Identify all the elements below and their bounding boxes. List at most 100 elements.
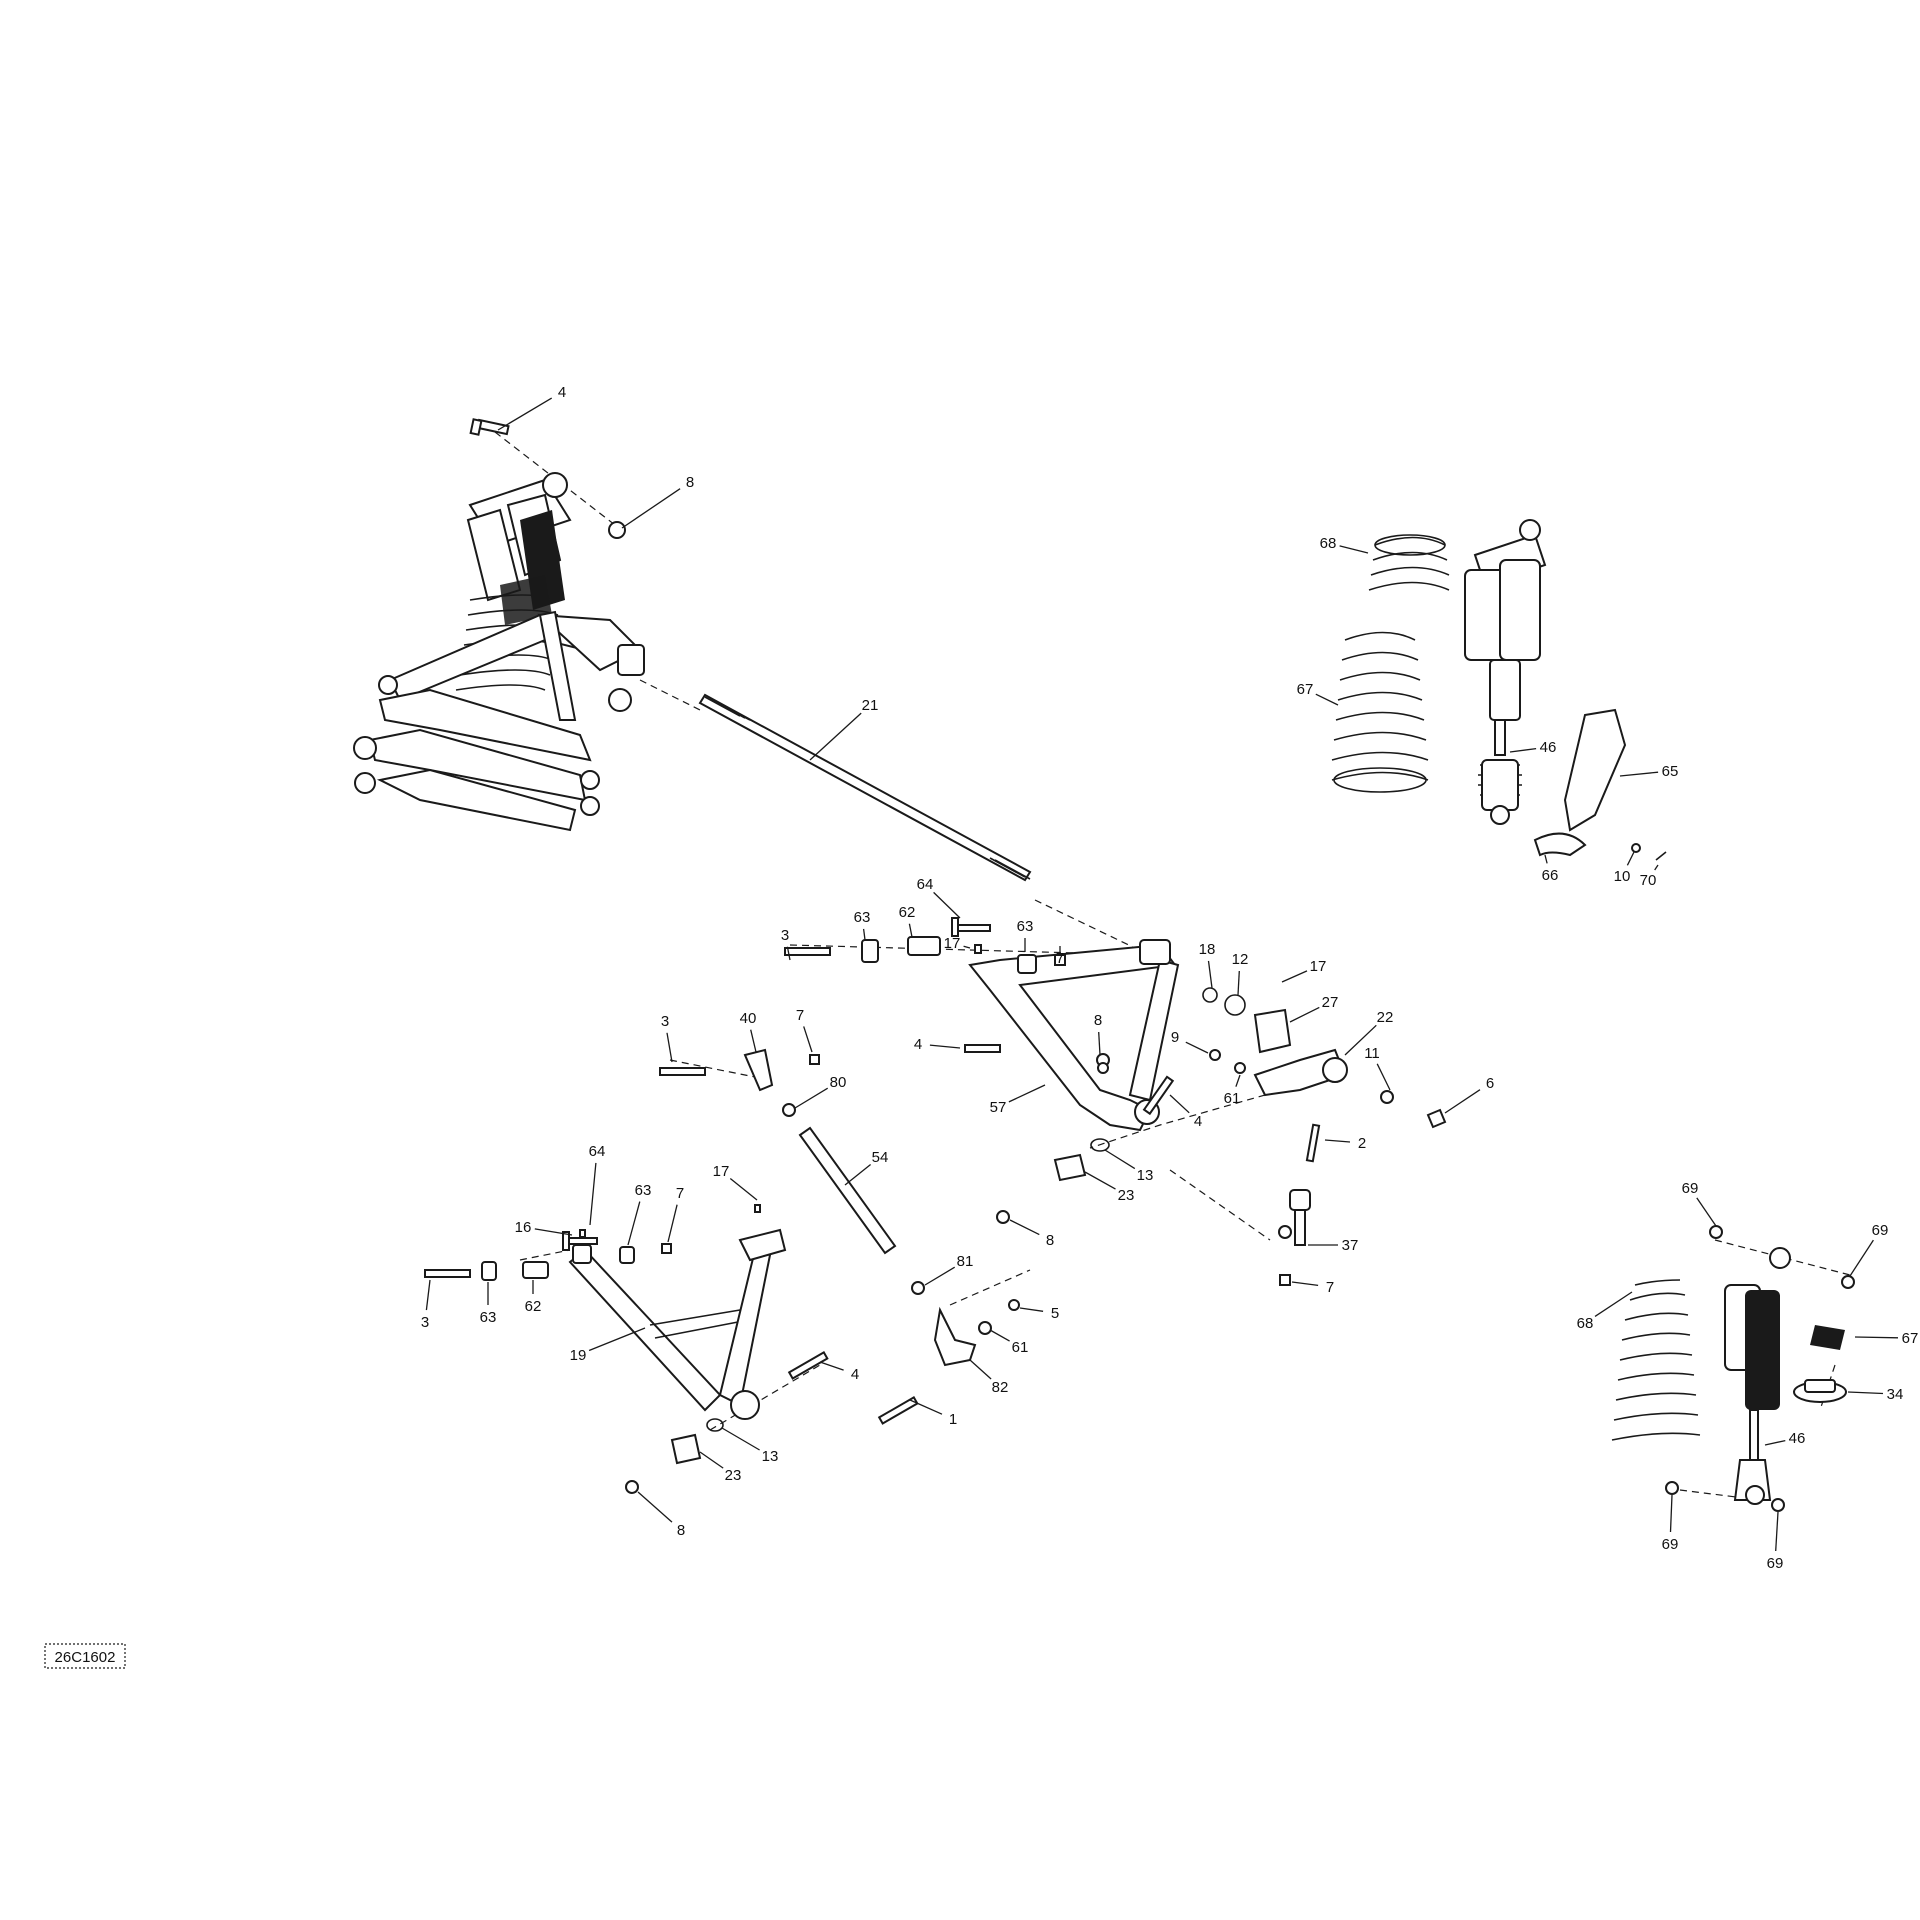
callout-label-25: 80 — [830, 1074, 847, 1091]
callout-leader-11 — [862, 928, 866, 941]
callout-label-29: 9 — [1171, 1029, 1179, 1046]
spring-68-upper — [1368, 534, 1450, 591]
nut-8-lower — [625, 1480, 639, 1494]
bolt-4-lower-left — [787, 1351, 829, 1380]
callout-leader-62 — [1847, 1391, 1884, 1395]
nut-8-center — [1097, 1062, 1109, 1074]
bushing-23-center — [1053, 1153, 1087, 1182]
callout-label-33: 6 — [1486, 1075, 1494, 1092]
callout-leader-7 — [1544, 854, 1548, 864]
callout-leader-53 — [969, 1359, 992, 1380]
callout-label-1: 8 — [686, 474, 694, 491]
callout-label-50: 81 — [957, 1253, 974, 1270]
nut-5 — [1008, 1299, 1020, 1311]
callout-leader-36 — [1104, 1149, 1136, 1170]
center-hardware — [659, 917, 1447, 1425]
nut-7-left — [809, 1054, 820, 1065]
spring-67-lower — [1810, 1325, 1845, 1350]
callout-leader-28 — [1008, 1084, 1046, 1103]
callout-label-47: 63 — [480, 1309, 497, 1326]
callout-label-24: 7 — [796, 1007, 804, 1024]
callout-label-61: 67 — [1902, 1330, 1919, 1347]
callout-label-23: 40 — [740, 1010, 757, 1027]
callout-leader-18 — [1237, 970, 1240, 996]
callout-label-36: 13 — [1137, 1167, 1154, 1184]
nut-7-lower — [1279, 1274, 1291, 1286]
callout-leader-58 — [637, 1491, 673, 1523]
callout-leader-60 — [1849, 1239, 1874, 1277]
callout-label-62: 34 — [1887, 1386, 1904, 1403]
plate-66 — [1533, 832, 1587, 857]
callout-leader-66 — [1775, 1511, 1779, 1552]
callout-label-31: 4 — [1194, 1113, 1202, 1130]
o-ring-12 — [1224, 994, 1246, 1016]
callout-leader-63 — [1594, 1291, 1633, 1317]
callout-label-54: 1 — [949, 1411, 957, 1428]
callout-label-9: 70 — [1640, 872, 1657, 889]
callout-label-43: 63 — [635, 1182, 652, 1199]
callout-leader-19 — [1281, 970, 1308, 983]
callout-leader-40 — [1291, 1281, 1319, 1287]
callout-label-17: 18 — [1199, 941, 1216, 958]
callout-leader-3 — [1339, 545, 1369, 554]
callout-leader-26 — [929, 1044, 961, 1049]
callout-label-15: 63 — [1017, 918, 1034, 935]
callout-leader-17 — [1207, 960, 1213, 989]
spring-seat-34 — [1793, 1379, 1847, 1403]
bushing-23-lower — [670, 1433, 702, 1465]
callout-label-7: 66 — [1542, 867, 1559, 884]
callout-label-39: 37 — [1342, 1237, 1359, 1254]
callout-label-16: 7 — [1056, 950, 1064, 967]
callout-leader-55 — [819, 1361, 844, 1371]
callout-label-21: 22 — [1377, 1009, 1394, 1026]
bolt-4-top — [469, 418, 510, 436]
bolt-64-center — [954, 924, 991, 932]
callout-label-52: 61 — [1012, 1339, 1029, 1356]
callout-label-28: 57 — [990, 1099, 1007, 1116]
control-arm-19 — [568, 1228, 787, 1420]
callout-leader-2 — [809, 712, 862, 761]
callout-leader-4 — [1315, 693, 1339, 706]
callout-label-37: 23 — [1118, 1187, 1135, 1204]
callout-leader-31 — [1169, 1094, 1190, 1114]
callout-label-45: 16 — [515, 1219, 532, 1236]
nut-8-top — [608, 521, 626, 539]
callout-label-32: 11 — [1364, 1045, 1380, 1062]
callout-leader-61 — [1854, 1336, 1899, 1339]
nut-69-lower-left — [1665, 1481, 1679, 1495]
callout-leader-27 — [1098, 1031, 1101, 1056]
reference-code-box: 26C1602 — [44, 1643, 126, 1669]
callout-leader-43 — [627, 1201, 641, 1246]
callout-leader-32 — [1376, 1063, 1391, 1091]
washer-61-center — [1234, 1062, 1246, 1074]
callout-label-18: 12 — [1232, 951, 1249, 968]
circlip-18 — [1202, 987, 1218, 1003]
shock-46-upper — [1464, 519, 1547, 825]
nut-69-upper-left — [1709, 1225, 1723, 1239]
callout-label-20: 27 — [1322, 994, 1339, 1011]
bolt-4-lower — [1142, 1075, 1175, 1116]
callout-leader-52 — [989, 1329, 1010, 1342]
callout-leader-35 — [1324, 1139, 1351, 1143]
callout-label-51: 5 — [1051, 1305, 1059, 1322]
callout-leader-56 — [721, 1427, 760, 1451]
callout-leader-8 — [1626, 851, 1635, 866]
callout-leader-23 — [750, 1029, 757, 1053]
callout-label-58: 8 — [677, 1522, 685, 1539]
callout-label-19: 17 — [1310, 958, 1327, 975]
callout-leader-46 — [425, 1279, 431, 1311]
callout-label-64: 46 — [1789, 1430, 1806, 1447]
callout-label-41: 64 — [589, 1143, 606, 1160]
callout-leader-lines — [425, 397, 1899, 1552]
callout-leader-21 — [1344, 1024, 1377, 1056]
upper-control-arm — [378, 613, 645, 702]
callout-label-46: 3 — [421, 1314, 429, 1331]
callout-label-56: 13 — [762, 1448, 779, 1465]
callout-label-12: 62 — [899, 904, 916, 921]
trailing-arm-assembly — [353, 610, 632, 832]
washer-9 — [1209, 1049, 1221, 1061]
callout-leader-30 — [1235, 1074, 1241, 1087]
callout-leader-65 — [1669, 1494, 1673, 1533]
callout-label-38: 8 — [1046, 1232, 1054, 1249]
